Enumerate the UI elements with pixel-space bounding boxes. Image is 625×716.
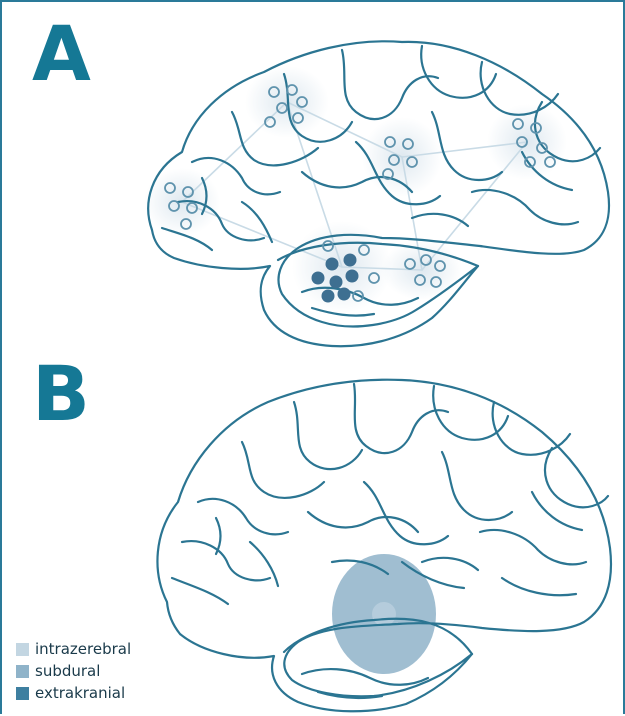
brain-b xyxy=(157,380,611,712)
legend-swatch xyxy=(16,687,29,700)
legend-item-subdural: subdural xyxy=(16,660,131,682)
legend: intrazerebral subdural extrakranial xyxy=(16,638,131,704)
brain-a xyxy=(144,41,609,346)
legend-label: extrakranial xyxy=(35,684,125,702)
legend-item-intrazerebral: intrazerebral xyxy=(16,638,131,660)
panel-label-b: B xyxy=(32,356,92,432)
legend-label: intrazerebral xyxy=(35,640,131,658)
panel-label-a: A xyxy=(32,16,93,92)
legend-label: subdural xyxy=(35,662,100,680)
legend-swatch xyxy=(16,665,29,678)
legend-swatch xyxy=(16,643,29,656)
legend-item-extrakranial: extrakranial xyxy=(16,682,131,704)
